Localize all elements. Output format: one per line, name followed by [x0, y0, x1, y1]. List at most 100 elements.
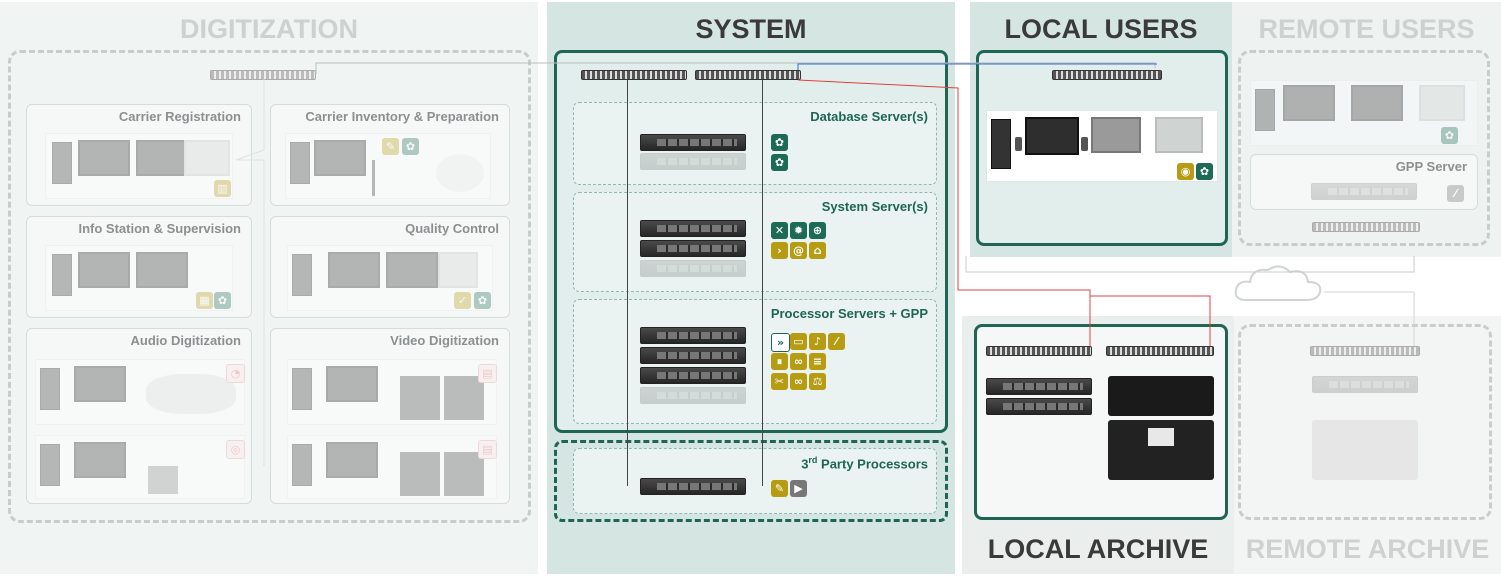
system-server	[640, 260, 746, 277]
audio-digitization-group: Audio Digitization ◔ ◎	[26, 328, 252, 504]
uplink-blue	[797, 63, 1157, 70]
workstation: ▥	[45, 133, 233, 199]
brain-icon: ✿	[1196, 163, 1213, 180]
remote-archive-panel: REMOTE ARCHIVE	[1234, 316, 1501, 574]
film-icon: ▤	[478, 440, 497, 459]
check-icon: ✓	[454, 292, 471, 309]
at-icon: @	[790, 242, 807, 259]
archive-link-red	[797, 79, 1091, 346]
remote-user-workstation: ✿	[1250, 80, 1478, 146]
gpp-server-label: GPP Server	[1395, 159, 1467, 174]
group-label: Carrier Inventory & Preparation	[305, 109, 499, 124]
third-party-server	[640, 478, 746, 495]
audio-file-icon: ♪	[809, 333, 826, 350]
disc-icon: ◔	[226, 364, 245, 383]
cut-icon: ✂	[771, 373, 788, 390]
pause-icon: ⏸	[771, 353, 788, 370]
group-label: Carrier Registration	[118, 109, 241, 124]
local-archive-panel: LOCAL ARCHIVE	[962, 316, 1234, 574]
video-icon: ▭	[790, 333, 807, 350]
remote-archive-switch	[1310, 346, 1420, 356]
link-icon: ∞	[790, 353, 807, 370]
local-archive-title: LOCAL ARCHIVE	[987, 534, 1209, 564]
remote-archive-server	[1312, 376, 1418, 393]
quality-control-group: Quality Control ✓ ✿	[270, 216, 510, 318]
remote-users-switch	[1312, 222, 1420, 232]
remote-archive-title: REMOTE ARCHIVE	[1245, 534, 1490, 564]
archive-switch	[1106, 346, 1214, 356]
cloud-icon	[1232, 262, 1324, 306]
database-server	[640, 134, 746, 151]
brain-icon: ✿	[474, 292, 491, 309]
info-station-group: Info Station & Supervision ▦ ✿	[26, 216, 252, 318]
cable	[762, 76, 763, 486]
group-label: Video Digitization	[390, 333, 499, 348]
globe-icon: ⊕	[809, 222, 826, 239]
brain-icon: ✿	[771, 134, 788, 151]
barcode-icon: ▥	[214, 180, 231, 197]
workstation: ◎	[35, 435, 245, 499]
core-switch	[581, 70, 687, 80]
carrier-registration-group: Carrier Registration ▥	[26, 104, 252, 206]
disc-icon: ◎	[226, 440, 245, 459]
group-label: Audio Digitization	[130, 333, 241, 348]
tools-icon: ✕	[771, 222, 788, 239]
carrier-inventory-group: Carrier Inventory & Preparation ✎ ✿	[270, 104, 510, 206]
lock-icon: ⌂	[809, 242, 826, 259]
processor-servers-group: Processor Servers + GPP	[573, 299, 937, 424]
processor-server	[640, 347, 746, 364]
core-switch	[695, 70, 801, 80]
archive-link-red-2	[1090, 295, 1211, 346]
play-icon: ▶	[790, 480, 807, 497]
group-label: 3rd Party Processors	[801, 455, 928, 472]
local-users-switch	[1052, 70, 1162, 80]
digit-wire	[235, 79, 265, 466]
system-servers-group: System Server(s)	[573, 192, 937, 292]
list-icon: ≡	[809, 353, 826, 370]
scale-icon: ⚖	[809, 373, 826, 390]
pencil-icon: ✎	[771, 480, 788, 497]
remote-tape-library	[1312, 420, 1418, 480]
digitization-title: DIGITIZATION	[180, 14, 358, 44]
processor-server	[640, 367, 746, 384]
workstation: ◔	[35, 359, 245, 425]
group-label: Processor Servers + GPP	[770, 306, 928, 321]
ruler-icon: ⁄	[828, 333, 845, 350]
terminal-icon: ›	[771, 242, 788, 259]
archive-server	[986, 378, 1092, 395]
gpp-server-group: GPP Server ⁄	[1250, 154, 1478, 210]
video-digitization-group: Video Digitization ▤ ▤	[270, 328, 510, 504]
system-server	[640, 240, 746, 257]
archive-server	[986, 398, 1092, 415]
brain-icon: ✿	[402, 138, 419, 155]
digitization-frame	[8, 50, 531, 523]
processor-server	[640, 327, 746, 344]
system-server	[640, 220, 746, 237]
storage-array	[1108, 376, 1214, 416]
third-party-frame	[554, 440, 948, 522]
gpp-server	[1311, 183, 1417, 200]
brain-icon: ✿	[214, 292, 231, 309]
local-user-workstation: ◉ ✿	[986, 110, 1218, 182]
processor-server	[640, 387, 746, 404]
eye-icon: ◉	[1177, 163, 1194, 180]
remote-users-title: REMOTE USERS	[1258, 14, 1475, 44]
workstation: ✓ ✿	[287, 245, 493, 311]
digitization-switch	[210, 70, 316, 80]
cable	[627, 76, 628, 486]
group-label: System Server(s)	[821, 199, 928, 214]
database-server	[640, 153, 746, 170]
grid-icon: ▦	[196, 292, 213, 309]
remote-users-panel: REMOTE USERS ✿ GPP Server ⁄	[1232, 2, 1501, 257]
workstation: ▤	[287, 359, 497, 425]
film-icon: ▤	[478, 364, 497, 383]
group-label: Quality Control	[405, 221, 499, 236]
tape-library	[1108, 420, 1214, 480]
group-label: Database Server(s)	[810, 109, 928, 124]
remote-link	[965, 256, 1415, 273]
chat-icon: ✎	[382, 138, 399, 155]
brain-icon: ✿	[1441, 127, 1458, 144]
database-servers-group: Database Server(s)	[573, 102, 937, 185]
system-title: SYSTEM	[695, 14, 807, 44]
